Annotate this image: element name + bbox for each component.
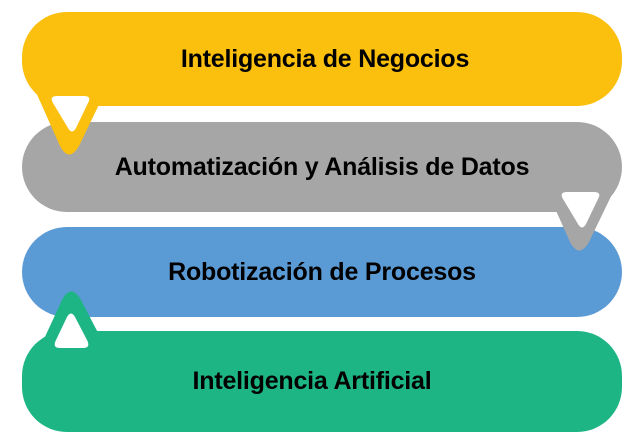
banner-shape-artificial-intelligence[interactable]	[22, 291, 622, 433]
banner-shape-process-robotization[interactable]	[22, 227, 622, 317]
banner-shape-automation-data-analysis[interactable]	[22, 122, 622, 251]
banner-shape-business-intelligence[interactable]	[22, 12, 622, 155]
